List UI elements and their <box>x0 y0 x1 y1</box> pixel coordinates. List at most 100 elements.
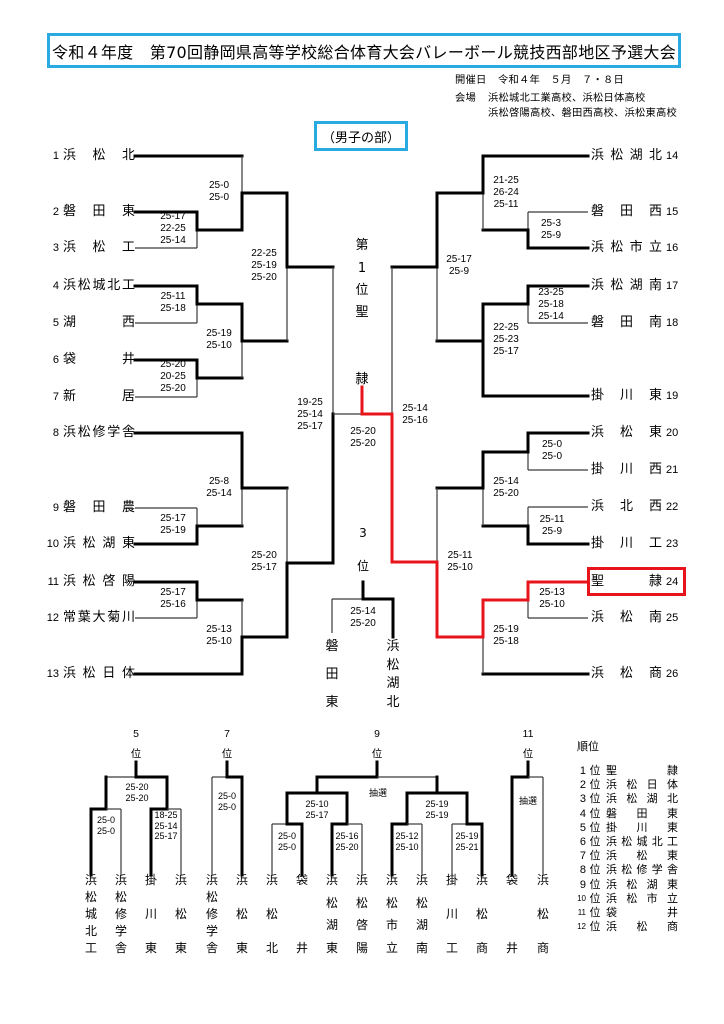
team-name: 浜松修学舎 <box>63 425 135 441</box>
team-name: 浜松湖北 <box>591 148 662 164</box>
glyph: 浜 <box>63 666 77 681</box>
team-name: 浜松市立 <box>591 240 662 256</box>
glyph: 浜 <box>415 873 429 887</box>
glyph: 工 <box>667 835 678 848</box>
placement-score: 18-25 25-14 25-17 <box>154 810 178 841</box>
glyph: 松 <box>77 278 91 293</box>
glyph: 商 <box>667 920 678 934</box>
glyph: 11 <box>522 728 534 740</box>
match-score: 25-13 25-10 <box>206 624 232 647</box>
glyph: 位 <box>130 748 142 760</box>
glyph: 川 <box>619 462 633 477</box>
team-name: 掛川工 <box>591 536 662 552</box>
match-score: 25-17 25-9 <box>446 254 472 277</box>
glyph: 位 <box>221 748 233 760</box>
placement-score: 25-19 25-21 <box>455 831 479 852</box>
team-seed: 10 <box>46 538 59 550</box>
glyph: 湖 <box>415 918 429 933</box>
glyph: 浜 <box>63 240 77 255</box>
glyph: 隷 <box>355 372 369 387</box>
glyph: 湖 <box>629 148 643 163</box>
rank-team: 浜松商 <box>606 920 678 934</box>
glyph: 東 <box>648 388 662 403</box>
glyph: 北 <box>386 694 400 710</box>
placement-team: 浜松北 <box>266 874 278 954</box>
placement-team: 掛川工 <box>446 874 458 954</box>
glyph: 浜 <box>84 873 98 887</box>
placement-score: 抽選 <box>368 788 388 798</box>
team-seed: 21 <box>666 464 679 476</box>
placement-team: 浜松城北工 <box>85 874 97 954</box>
glyph: 田 <box>92 500 106 515</box>
glyph: 5 <box>133 728 139 740</box>
rank-number: 5 <box>579 821 586 834</box>
glyph: 市 <box>629 240 643 255</box>
glyph: 東 <box>667 849 678 863</box>
glyph: 川 <box>121 610 135 625</box>
glyph: 体 <box>666 778 678 792</box>
glyph: 東 <box>667 820 678 834</box>
third-place-score: 25-14 25-20 <box>350 606 376 629</box>
rank-number: 11 <box>577 908 586 917</box>
team-name: 掛川東 <box>591 388 662 404</box>
glyph: 掛 <box>591 462 605 477</box>
glyph: 3 <box>359 526 367 540</box>
team-name: 浜松湖東 <box>63 536 135 552</box>
glyph: 松 <box>610 148 624 163</box>
match-score: 25-19 25-18 <box>493 624 519 647</box>
glyph: 東 <box>325 940 339 955</box>
team-name: 袋井 <box>63 352 135 368</box>
glyph: 東 <box>667 806 678 820</box>
glyph: 湖 <box>646 877 658 891</box>
team-seed: 16 <box>666 242 679 254</box>
glyph: 東 <box>121 536 135 551</box>
glyph: 浜 <box>606 920 617 934</box>
glyph: 松 <box>626 877 638 891</box>
glyph: 浜 <box>63 536 77 551</box>
glyph: 陽 <box>355 940 369 955</box>
glyph: 松 <box>77 425 91 440</box>
glyph: 聖 <box>606 764 617 777</box>
glyph: 田 <box>619 315 633 330</box>
glyph: 湖 <box>102 536 116 551</box>
glyph: 舎 <box>121 425 135 440</box>
glyph: 松 <box>92 240 106 255</box>
team-seed: 3 <box>52 242 59 254</box>
glyph: 掛 <box>445 873 459 887</box>
glyph: 位 <box>355 283 369 298</box>
glyph: 浜 <box>606 863 617 877</box>
placement-team: 掛川東 <box>145 874 157 954</box>
glyph: 浜 <box>265 873 279 887</box>
glyph: 商 <box>475 941 489 955</box>
glyph: 陽 <box>121 574 135 589</box>
team-name: 磐田西 <box>591 204 662 220</box>
rank-unit: 位 <box>589 778 601 792</box>
third-place-team: 磐田東 <box>325 640 338 709</box>
glyph: 北 <box>107 278 121 293</box>
glyph: 浜 <box>591 148 605 163</box>
glyph: 隷 <box>648 574 662 589</box>
placement-team: 浜松商 <box>537 874 549 954</box>
glyph: 修 <box>205 907 219 921</box>
team-name: 湖西 <box>63 315 135 331</box>
glyph: 湖 <box>629 278 643 293</box>
team-name: 浜松南 <box>591 610 662 626</box>
team-seed: 17 <box>666 280 679 292</box>
rank-team: 聖隷 <box>606 764 678 778</box>
glyph: 袋 <box>63 352 77 367</box>
team-seed: 14 <box>666 150 679 162</box>
glyph: 松 <box>235 907 249 921</box>
match-score: 25-20 20-25 25-20 <box>160 359 186 394</box>
glyph: 南 <box>648 315 662 330</box>
rank-number: 10 <box>577 893 586 903</box>
glyph: 日 <box>102 666 116 681</box>
glyph: 立 <box>385 940 399 955</box>
match-score: 25-0 25-0 <box>541 439 563 462</box>
glyph: 湖 <box>386 676 400 692</box>
glyph: 松 <box>415 895 429 910</box>
team-seed: 26 <box>666 668 679 680</box>
glyph: 松 <box>385 895 399 910</box>
glyph: 浜 <box>235 873 249 887</box>
